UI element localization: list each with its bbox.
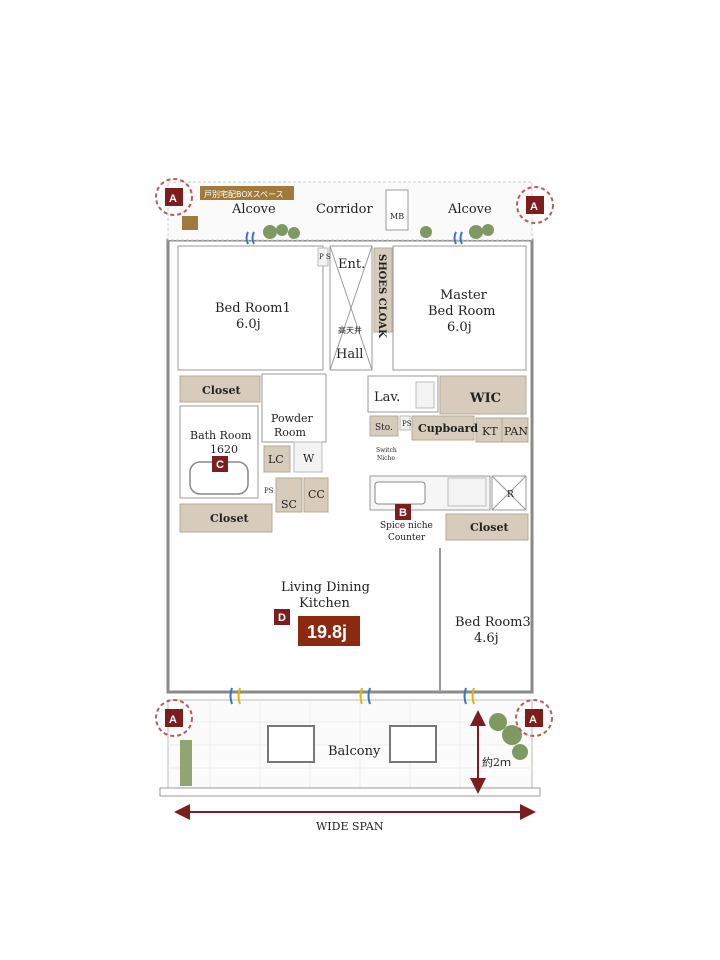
lc-label: LC <box>268 453 284 466</box>
cc-cabinet <box>303 477 329 513</box>
closet2-label: Closet <box>210 512 249 525</box>
marker-c: C <box>212 456 228 472</box>
sc-cabinet <box>275 477 303 513</box>
wic-label: WIC <box>469 391 501 406</box>
wic <box>439 375 527 415</box>
hall-label: Hall <box>336 347 363 362</box>
shoes-cloak <box>373 247 393 333</box>
ldk-size: 19.8j <box>307 622 347 642</box>
w-label: W <box>303 452 315 465</box>
pan <box>501 417 529 443</box>
corridor-label: Corridor <box>316 202 374 217</box>
high-ceiling-label: 高天井 <box>338 325 362 335</box>
powder-label-2: Room <box>274 426 307 439</box>
bedroom1-size: 6.0j <box>236 317 261 332</box>
delivery-box-label-bg <box>200 186 294 200</box>
balcony-label: Balcony <box>328 744 381 759</box>
pan-label: PAN <box>504 425 528 438</box>
ps-label-3: PS <box>264 487 274 495</box>
marker-a-bottom-right: A <box>515 699 553 737</box>
master-label-1: Master <box>440 288 488 303</box>
switch-niche-2: Niche <box>377 455 395 462</box>
bedroom3-name: Bed Room3 <box>455 615 531 630</box>
ps-niche-1 <box>317 247 329 267</box>
kt-label: KT <box>482 425 498 438</box>
closet-3 <box>445 513 529 541</box>
ldk-label-2: Kitchen <box>299 596 350 611</box>
balcony-rail <box>159 787 541 797</box>
depth-label: 約2ｍ <box>482 755 511 769</box>
cupboard <box>411 415 475 441</box>
marker-a-bottom-left: A <box>155 699 193 737</box>
delivery-box <box>182 216 198 230</box>
marker-a-top-right: A <box>516 186 554 224</box>
wide-span-label: WIDE SPAN <box>316 820 384 833</box>
cupboard-label: Cupboard <box>418 422 478 435</box>
bedroom1-name: Bed Room1 <box>215 301 291 316</box>
alcove-left-label: Alcove <box>231 202 276 217</box>
closet1-label: Closet <box>202 384 241 397</box>
lc-cabinet <box>263 445 291 473</box>
svg-text:B: B <box>399 507 407 519</box>
marker-a-top-left: A <box>155 178 193 216</box>
ps-label-1: P S <box>319 253 331 261</box>
mb-label: MB <box>390 212 404 221</box>
ent-label: Ent. <box>338 257 365 272</box>
svg-text:D: D <box>278 612 286 624</box>
cc-label: CC <box>308 488 325 501</box>
master-bedroom <box>392 245 527 371</box>
alcove-right-label: Alcove <box>447 202 492 217</box>
lav-label: Lav. <box>374 390 400 405</box>
marker-b: B <box>395 504 411 520</box>
master-label-2: Bed Room <box>428 304 495 319</box>
powder-room <box>261 373 327 443</box>
balcony-chair-2 <box>389 725 437 763</box>
kitchen-sink <box>374 481 426 505</box>
bedroom1 <box>177 245 324 371</box>
delivery-box-label: 戸別宅配BOXスペース <box>204 189 284 199</box>
ldk-size-badge <box>298 616 360 646</box>
closet-1 <box>179 375 261 403</box>
ps-niche-2 <box>399 415 411 431</box>
powder-label-1: Powder <box>271 412 314 425</box>
spice-label-2: Counter <box>388 533 426 543</box>
r-label: R <box>507 490 514 500</box>
svg-text:C: C <box>216 459 224 471</box>
closet3-label: Closet <box>470 521 509 534</box>
ps-label-2: PS <box>402 420 412 428</box>
plant-icons <box>180 224 528 786</box>
marker-d: D <box>274 609 290 625</box>
sto-label: Sto. <box>375 423 393 433</box>
svg-text:A: A <box>530 201 538 213</box>
washer <box>293 441 323 473</box>
ldk-label-1: Living Dining <box>281 580 370 595</box>
balcony-chair-1 <box>267 725 315 763</box>
bath-size: 1620 <box>210 443 238 456</box>
window-vents <box>229 231 475 705</box>
spice-label-1: Spice niche <box>380 521 433 531</box>
bedroom3-size: 4.6j <box>474 631 499 646</box>
shoes-cloak-label: SHOES CLOAK <box>376 254 387 338</box>
master-size: 6.0j <box>447 320 472 335</box>
sto <box>369 415 399 437</box>
closet-2 <box>179 503 273 533</box>
svg-text:A: A <box>169 714 177 726</box>
mb-box <box>385 189 409 231</box>
stove <box>447 477 487 507</box>
bath-name: Bath Room <box>190 429 252 442</box>
sc-label: SC <box>281 498 297 511</box>
lav-sink <box>415 381 435 409</box>
svg-text:A: A <box>169 193 177 205</box>
switch-niche-1: Switch <box>376 447 397 454</box>
svg-text:A: A <box>529 714 537 726</box>
